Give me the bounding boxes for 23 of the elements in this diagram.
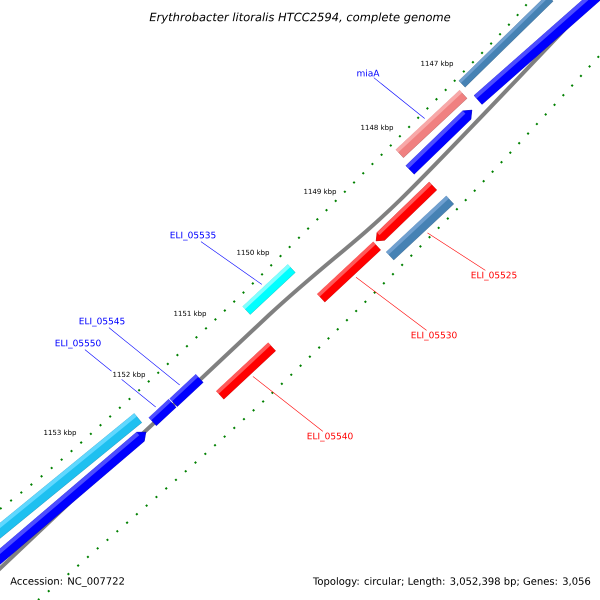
gene-label: ELI_05530 <box>412 332 457 340</box>
gene-bar <box>170 374 204 407</box>
gene-label: ELI_05525 <box>472 272 516 280</box>
leader-line <box>252 376 324 432</box>
leader-line <box>200 241 262 285</box>
gene-label: ELI_05535 <box>170 232 216 240</box>
leader-line <box>108 327 180 386</box>
gene-bar <box>396 90 468 158</box>
gene-bar <box>148 399 176 426</box>
gene-label: ELI_05545 <box>80 318 124 326</box>
leader-line <box>427 232 486 271</box>
gene-bar <box>242 264 296 315</box>
gene-bar <box>386 196 454 260</box>
gene-label: miaA <box>357 70 380 76</box>
gene-bar <box>317 242 381 302</box>
leader-line <box>356 277 427 331</box>
gene-bar <box>216 342 276 400</box>
leader-line <box>374 77 425 119</box>
gene-label: ELI_05540 <box>308 432 353 442</box>
title: Erythrobacter litoralis HTCC2594, complete genome <box>148 11 452 25</box>
gene-label: ELI_05550 <box>56 340 101 348</box>
footer-text: Topology: circular; Length: 3,052,398 bp; Genes: 3,056 <box>312 576 592 588</box>
footer-text: Accession: NC_007722 <box>9 576 126 588</box>
